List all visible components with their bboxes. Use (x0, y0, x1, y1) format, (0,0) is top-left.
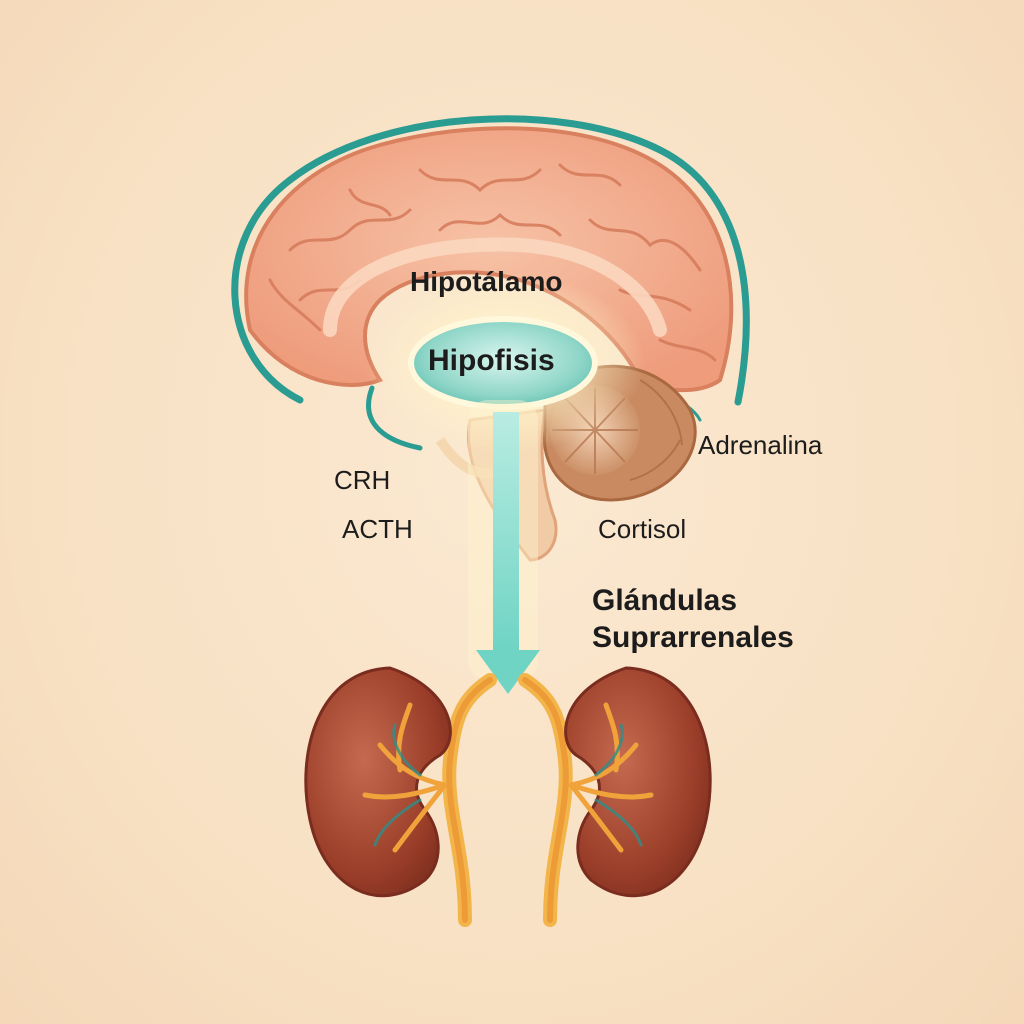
crh-label: CRH (334, 465, 391, 495)
adrenal-label-line1: Glándulas (592, 584, 738, 617)
right-kidney (564, 666, 712, 898)
pituitary-gland (408, 316, 598, 410)
left-kidney (304, 666, 452, 898)
adrenal-vessels (442, 673, 573, 927)
adrenaline-label: Adrenalina (698, 430, 823, 460)
down-arrow-icon (476, 412, 540, 694)
acth-label: ACTH (342, 514, 413, 544)
cortisol-label: Cortisol (598, 514, 687, 544)
hypothalamus-label: Hipotálamo (410, 266, 563, 297)
adrenal-glands-label: Glándulas Suprarrenales (592, 583, 852, 656)
adrenal-label-line2: Suprarrenales (592, 620, 794, 654)
pituitary-label: Hipofisis (428, 344, 555, 377)
